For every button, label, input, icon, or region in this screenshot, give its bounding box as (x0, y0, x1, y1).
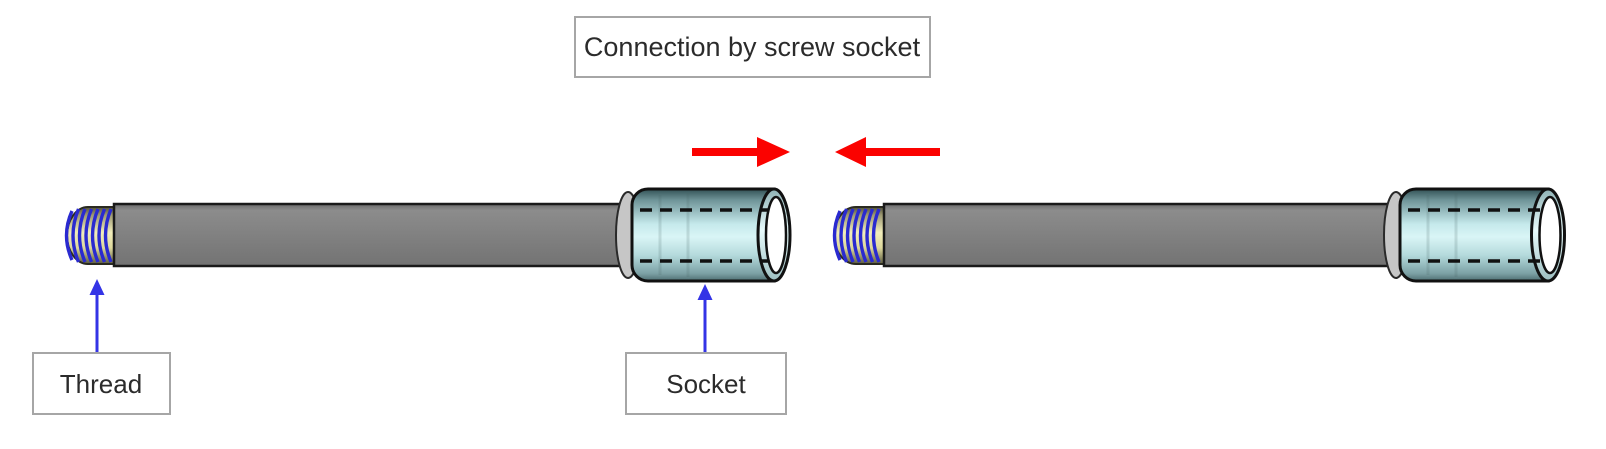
right-rod-body (882, 202, 1400, 268)
diagram-title: Connection by screw socket (584, 32, 921, 62)
thread-label-box (32, 352, 171, 415)
thread-callout-arrowhead-icon (89, 279, 105, 295)
left-rod (64, 187, 792, 283)
push-arrows (692, 137, 940, 167)
left-socket-opening (764, 195, 788, 275)
right-thread-grooves (832, 208, 881, 263)
left-socket (630, 187, 792, 283)
left-thread-grooves (64, 208, 113, 263)
left-socket-hidden-thread-lines (640, 208, 780, 263)
socket-label: Socket (666, 369, 746, 399)
right-rod (832, 187, 1566, 283)
title-box: Connection by screw socket (574, 16, 931, 78)
right-socket-hidden-thread-lines (1408, 208, 1554, 263)
thread-label: Thread (60, 369, 142, 399)
socket-callout: Socket (625, 284, 787, 415)
right-socket (1398, 187, 1566, 283)
right-socket-body (1398, 187, 1550, 283)
push-arrow-left-icon (835, 137, 940, 167)
push-arrow-right-icon (692, 137, 790, 167)
left-socket-body (630, 187, 776, 283)
socket-label-box (625, 352, 787, 415)
title-box-frame (574, 16, 931, 78)
left-thread (64, 206, 119, 265)
left-rod-body (112, 202, 632, 268)
right-thread (832, 206, 889, 265)
socket-callout-arrowhead-icon (697, 284, 713, 300)
right-socket-opening (1538, 195, 1562, 275)
thread-callout: Thread (32, 279, 171, 415)
